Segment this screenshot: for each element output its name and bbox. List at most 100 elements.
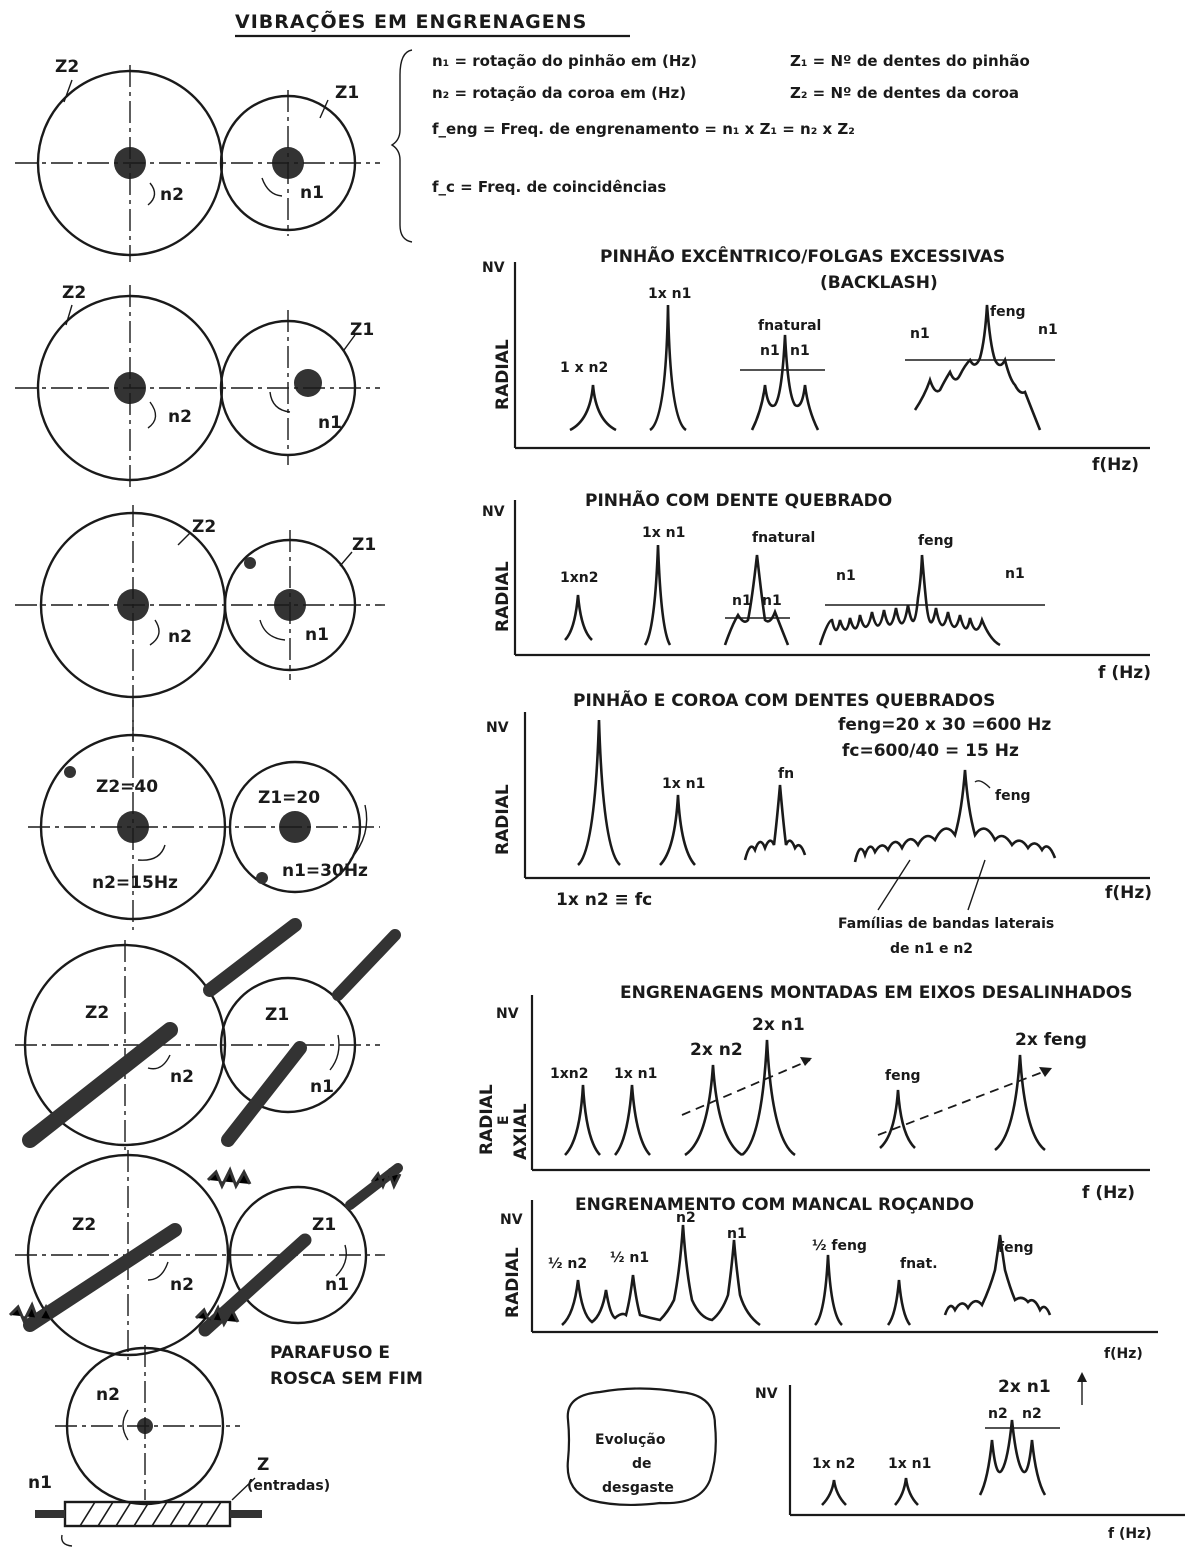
peak-label: 1x n1 <box>642 525 685 541</box>
peak-label: n1 <box>762 593 782 609</box>
y-axis-nv: NV <box>500 1212 523 1228</box>
rotation-arrow-icon <box>61 1534 73 1547</box>
peak-label: ½ n2 <box>548 1256 587 1272</box>
crown-shaft <box>117 811 149 843</box>
worm-thread-icon <box>79 1501 222 1527</box>
peak-label: n1 <box>1038 322 1058 338</box>
peak-1xn2 <box>564 1084 601 1156</box>
y-axis-label: RADIAL <box>503 1247 523 1318</box>
peak-label: n1 <box>836 568 856 584</box>
y-axis-nv: NV <box>482 504 505 520</box>
gear-label-n1: n1 <box>305 625 329 645</box>
peak-label: feng <box>990 304 1026 320</box>
gear-label-entradas: (entradas) <box>247 1478 330 1494</box>
chart-formula-fc: fc=600/40 = 15 Hz <box>842 741 1019 761</box>
gear-label-z: Z <box>257 1455 269 1475</box>
peak-1xn2-fc <box>577 719 621 866</box>
gear-label-z1: Z1 <box>352 535 376 555</box>
peak-fnat <box>886 1279 912 1326</box>
axial-trend <box>877 1069 1049 1136</box>
peak-label: fn <box>778 766 794 782</box>
arrow-head-icon <box>800 1057 812 1066</box>
chart-rubbing-bearing: ENGRENAMENTO COM MANCAL ROÇANDO NV RADIA… <box>500 1195 1158 1362</box>
peak-label: 1x n1 <box>888 1456 931 1472</box>
y-axis-label: AXIAL <box>511 1103 531 1160</box>
peak-label: fnat. <box>900 1256 938 1272</box>
peak-label: n2 <box>676 1210 696 1226</box>
chart-pinion-eccentric: PINHÃO EXCÊNTRICO/FOLGAS EXCESSIVAS (BAC… <box>482 244 1150 475</box>
chart-pinion-broken-tooth: PINHÃO COM DENTE QUEBRADO NV RADIAL f (H… <box>482 488 1151 683</box>
crown-shaft <box>203 918 302 997</box>
rotation-arrow-icon <box>259 619 286 641</box>
worm-title-line1: PARAFUSO E <box>270 1343 390 1363</box>
sideband-caption-2: de n1 e n2 <box>890 941 973 957</box>
crown-shaft <box>23 1223 182 1332</box>
broken-tooth-mark <box>256 872 268 884</box>
peak-label: n1 <box>790 343 810 359</box>
gear-label-n1: n1=30Hz <box>282 861 368 881</box>
legend-n1: n₁ = rotação do pinhão em (Hz) <box>432 52 697 70</box>
peak-fnatural <box>750 334 820 431</box>
peak-label: feng <box>995 788 1031 804</box>
worm-title-line2: ROSCA SEM FIM <box>270 1369 423 1389</box>
x-axis-label: f(Hz) <box>1104 1346 1143 1362</box>
peak-label: 2x n1 <box>998 1377 1051 1397</box>
gear-label-z2: Z2 <box>62 283 86 303</box>
gear-label-z2: Z2 <box>192 517 216 537</box>
rotation-arrow-icon <box>269 391 291 413</box>
rotation-arrow-icon <box>329 1034 340 1071</box>
peak-feng <box>943 1234 1052 1316</box>
y-axis-nv: NV <box>482 260 505 276</box>
wear-evolution-bubble: Evolução de desgaste <box>566 1387 717 1506</box>
legend-z1: Z₁ = Nº de dentes do pinhão <box>790 52 1030 70</box>
peak-fn <box>743 784 807 861</box>
x-axis-label: f (Hz) <box>1098 663 1151 683</box>
peak-feng <box>818 554 1001 647</box>
rotation-arrow-icon <box>335 1244 348 1277</box>
gear-pair-4: Z2=40 Z1=20 n2=15Hz n1=30Hz <box>28 720 380 930</box>
legend-feng: f_eng = Freq. de engrenamento = n₁ x Z₁ … <box>432 120 855 138</box>
gear-label-n1: n1 <box>325 1275 349 1295</box>
peak-label: n1 <box>910 326 930 342</box>
peak-label: ½ n1 <box>610 1250 649 1266</box>
rotation-arrow-icon <box>137 844 166 861</box>
gear-label-n2: n2 <box>170 1275 194 1295</box>
legend-z2: Z₂ = Nº de dentes da coroa <box>790 84 1019 102</box>
gear-pair-1: Z2 Z1 n2 n1 <box>15 57 380 262</box>
worm-gear: n2 n1 Z (entradas) PARAFUSO E ROSCA SEM … <box>28 1343 423 1547</box>
gear-label-z2: Z2 <box>55 57 79 77</box>
bubble-outline <box>566 1387 717 1506</box>
rotation-arrow-icon <box>147 1054 171 1070</box>
peak-label: 1 x n2 <box>560 360 608 376</box>
peak-feng <box>853 769 1057 863</box>
gear-label-n2: n2 <box>168 627 192 647</box>
bubble-line2: de <box>632 1456 652 1472</box>
axial-trend <box>681 1059 811 1116</box>
peak-fnatural <box>723 554 790 646</box>
chart-title: PINHÃO COM DENTE QUEBRADO <box>585 488 892 511</box>
peak-label: fnatural <box>752 530 815 546</box>
peak-label: n1 <box>727 1226 747 1242</box>
peak-1xn1 <box>643 544 672 646</box>
gear-label-n2: n2=15Hz <box>92 873 178 893</box>
gear-pair-5: Z2 Z1 n2 n1 <box>15 918 401 1150</box>
arrow-up-icon <box>1077 1372 1087 1382</box>
chart-wear-evolution: NV f (Hz) 1x n2 1x n1 2x n1 n2 n2 <box>755 1372 1185 1542</box>
peak-1xn1 <box>894 1477 919 1506</box>
gear-label-n2: n2 <box>160 185 184 205</box>
chart-misaligned-shafts: ENGRENAGENS MONTADAS EM EIXOS DESALINHAD… <box>477 983 1150 1203</box>
peak-label: feng <box>998 1240 1034 1256</box>
y-axis-nv: NV <box>755 1386 778 1402</box>
bubble-line1: Evolução <box>595 1432 666 1448</box>
x-axis-label: f (Hz) <box>1082 1183 1135 1203</box>
crown-shaft <box>22 1022 178 1148</box>
gear-label-n1: n1 <box>300 183 324 203</box>
peak-2xfeng <box>994 1054 1046 1152</box>
rotation-arrow-icon <box>147 1261 169 1281</box>
peak-1xn2 <box>569 384 617 432</box>
broken-tooth-mark <box>244 557 256 569</box>
peak-label: n1 <box>1005 566 1025 582</box>
rotation-arrow-icon <box>149 619 160 646</box>
rotation-arrow-icon <box>147 182 156 206</box>
chart-title: PINHÃO E COROA COM DENTES QUEBRADOS <box>573 688 995 711</box>
